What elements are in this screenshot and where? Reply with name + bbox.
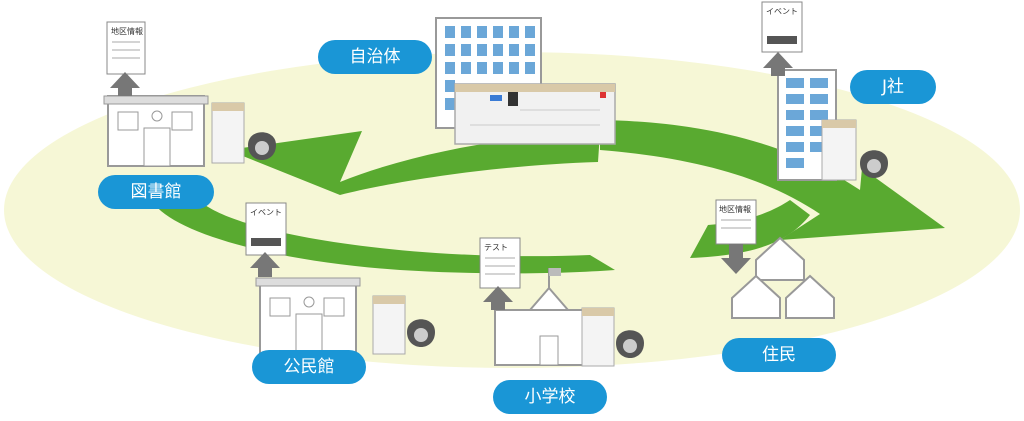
- paper-recycling-machine-school: [581, 307, 615, 367]
- label-residents: 住民: [722, 338, 836, 372]
- document-company: イベント: [761, 1, 803, 53]
- label-elementary-school: 小学校: [493, 380, 607, 414]
- doc-label-company: イベント: [766, 7, 798, 16]
- label-community-hall: 公民館: [252, 350, 366, 384]
- document-residents: 地区情報: [715, 199, 757, 245]
- paper-bag-community: [407, 319, 435, 347]
- up-arrow-school: [483, 286, 513, 310]
- document-community: イベント: [245, 202, 287, 256]
- doc-label-residents: 地区情報: [719, 204, 751, 214]
- label-company: J社: [850, 70, 936, 104]
- paper-recycling-machine-library: [211, 102, 245, 164]
- label-library: 図書館: [98, 175, 214, 209]
- paper-bag-library: [248, 132, 276, 160]
- document-school: テスト: [479, 237, 521, 289]
- up-arrow-community: [250, 252, 280, 277]
- cycle-arrow-right: [600, 120, 945, 240]
- paper-recycling-machine-community: [372, 295, 406, 355]
- paper-bag-company: [860, 150, 888, 178]
- down-arrow-residents: [721, 244, 751, 274]
- cycle-arrow-top: [228, 131, 600, 195]
- doc-label-community: イベント: [250, 208, 282, 217]
- doc-label-library: 地区情報: [111, 26, 143, 36]
- library-building: [103, 95, 209, 167]
- paper-bag-school: [616, 330, 644, 358]
- paper-recycling-machine-large: [454, 83, 616, 145]
- up-arrow-library: [110, 72, 140, 96]
- label-municipality: 自治体: [318, 40, 432, 74]
- doc-label-school: テスト: [484, 243, 508, 252]
- community-hall-building: [255, 277, 361, 354]
- municipality-building: [435, 17, 542, 129]
- residents-houses: [731, 236, 835, 319]
- document-library: 地区情報: [106, 21, 146, 75]
- paper-recycling-machine-company: [821, 119, 857, 181]
- up-arrow-company: [763, 52, 793, 76]
